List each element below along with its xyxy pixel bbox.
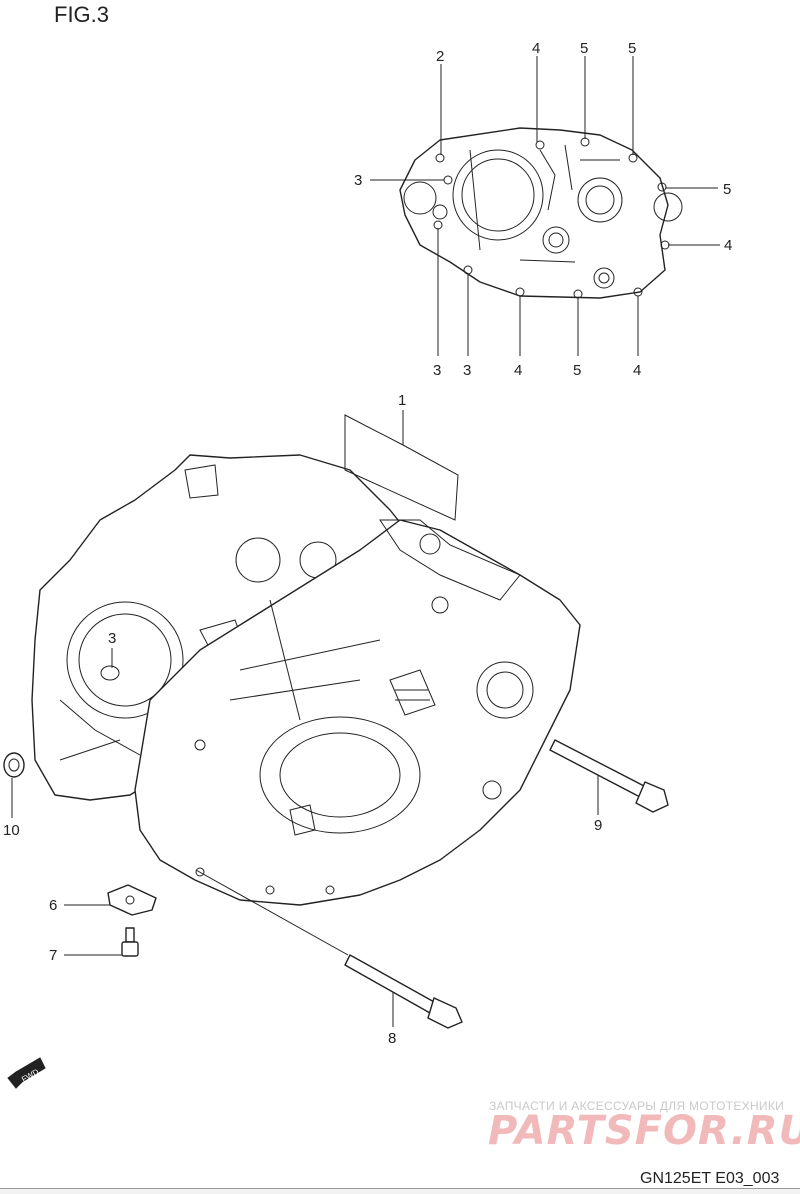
callout-7: 7 — [49, 947, 57, 964]
watermark-caption: ЗАПЧАСТИ И АКСЕССУАРЫ ДЛЯ МОТОТЕХНИКИ — [489, 1099, 785, 1113]
leader-lines-lower — [11, 410, 599, 1027]
part-10-oil-seal — [3, 752, 25, 778]
bottom-frame — [0, 1188, 800, 1194]
watermark-brand: PARTSFOR.RU — [488, 1108, 800, 1154]
callout-5: 5 — [723, 181, 731, 198]
crankcase-assembly — [31, 454, 581, 906]
callout-4: 4 — [724, 237, 732, 254]
part-6-plate — [107, 884, 157, 916]
callout-5: 5 — [628, 40, 636, 57]
callout-10: 10 — [3, 822, 20, 839]
callout-4: 4 — [532, 40, 540, 57]
part-7-bolt — [121, 927, 139, 957]
callout-3: 3 — [433, 362, 441, 379]
callout-8: 8 — [388, 1030, 396, 1047]
callout-1: 1 — [398, 392, 406, 409]
callout-3: 3 — [354, 172, 362, 189]
part-8-bolt — [344, 954, 463, 1029]
callout-4: 4 — [514, 362, 522, 379]
crankcase-gasket — [399, 127, 683, 299]
callout-5: 5 — [573, 362, 581, 379]
leader-lines-upper — [370, 56, 720, 356]
callout-9: 9 — [594, 817, 602, 834]
callout-4: 4 — [633, 362, 641, 379]
fwd-arrow: FWD — [7, 1057, 46, 1089]
callout-5: 5 — [580, 40, 588, 57]
callout-2: 3 — [108, 630, 116, 647]
callout-labels: 2 4 5 5 3 5 4 3 3 4 5 4 1 3 10 9 6 7 8 — [3, 40, 732, 1047]
callout-3: 2 — [436, 48, 444, 65]
callout-3: 3 — [463, 362, 471, 379]
part-9-bolt — [549, 739, 669, 813]
figure-title: FIG.3 — [54, 2, 110, 27]
figure-code: GN125ET E03_003 — [640, 1170, 780, 1187]
callout-6: 6 — [49, 897, 57, 914]
